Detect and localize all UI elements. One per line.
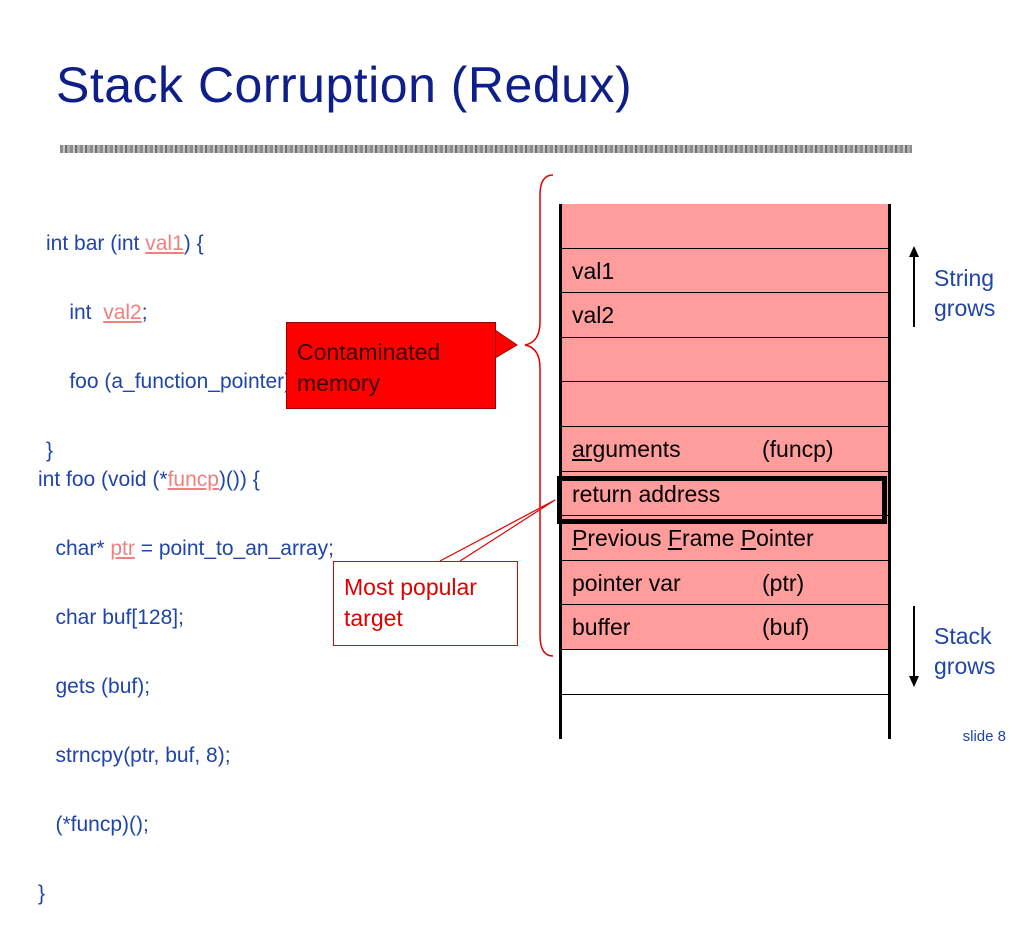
arrow-up-icon bbox=[909, 246, 919, 257]
code-line: char buf[128]; bbox=[38, 605, 184, 629]
code-line: } bbox=[38, 881, 46, 905]
stack-cell-buffer: buffer(buf) bbox=[562, 605, 888, 650]
most-popular-target-callout: Most popular target bbox=[333, 561, 518, 646]
diagram-overlay bbox=[439, 174, 919, 687]
stack-cell-empty bbox=[562, 382, 888, 427]
stack-cell-arguments: arguments(funcp) bbox=[562, 426, 888, 472]
popular-callout-pointer bbox=[439, 499, 556, 562]
stack-cell-empty bbox=[562, 337, 888, 383]
stack-grows-label: Stack grows bbox=[934, 623, 996, 679]
code-line: int val2; bbox=[46, 300, 148, 324]
contaminated-callout-pointer bbox=[494, 329, 518, 359]
code-line: int bar (int val1) { bbox=[46, 231, 204, 255]
stack-diagram: val1 val2 arguments(funcp) return addres… bbox=[559, 204, 891, 740]
code-line: (*funcp)(); bbox=[38, 812, 149, 836]
code-variable: ptr bbox=[110, 536, 135, 560]
code-line: gets (buf); bbox=[38, 674, 151, 698]
contaminated-brace bbox=[524, 174, 554, 657]
code-line: char* ptr = point_to_an_array; bbox=[38, 536, 334, 560]
code-variable: val1 bbox=[145, 231, 184, 255]
arrow-down-icon bbox=[909, 676, 919, 687]
code-line: strncpy(ptr, buf, 8); bbox=[38, 743, 231, 767]
stack-cell-empty bbox=[562, 649, 888, 695]
code-line: int foo (void (*funcp)()) { bbox=[38, 467, 260, 491]
stack-cell-val1: val1 bbox=[562, 248, 888, 294]
code-line: } bbox=[46, 438, 54, 462]
code-block-bar: int bar (int val1) { int val2; foo (a_fu… bbox=[46, 192, 297, 503]
slide-number: slide 8 bbox=[962, 728, 1006, 745]
string-grows-label: String grows bbox=[934, 265, 996, 321]
code-line: foo (a_function_pointer); bbox=[46, 369, 297, 393]
stack-cell-empty bbox=[562, 204, 888, 249]
stack-cell-empty bbox=[562, 694, 888, 740]
code-variable: val2 bbox=[103, 300, 142, 324]
stack-cell-pointer-var: pointer var(ptr) bbox=[562, 560, 888, 606]
stack-cell-val2: val2 bbox=[562, 293, 888, 338]
slide-title: Stack Corruption (Redux) bbox=[56, 57, 633, 113]
return-address-highlight bbox=[557, 476, 887, 524]
code-variable: funcp bbox=[167, 467, 219, 491]
contaminated-memory-callout: Contaminated memory bbox=[286, 322, 496, 409]
title-divider bbox=[60, 145, 912, 153]
